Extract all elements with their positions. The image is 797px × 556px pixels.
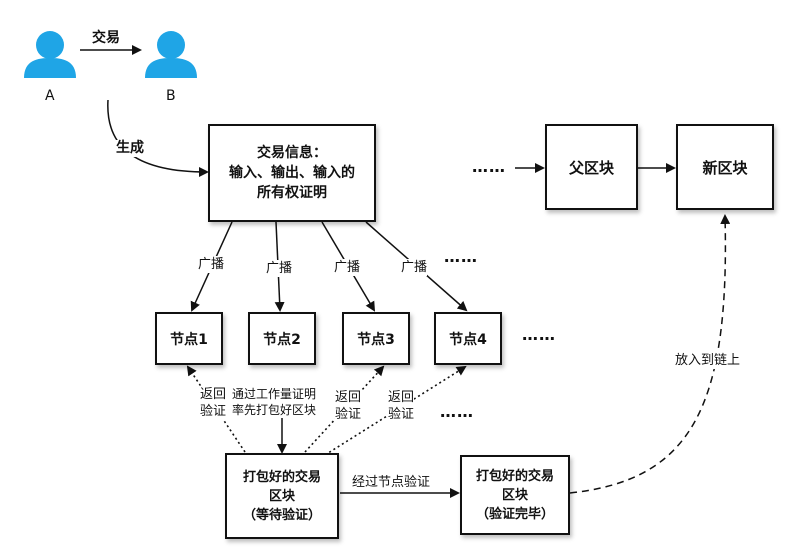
trade-label: 交易 xyxy=(92,30,120,47)
node-2-label: 节点2 xyxy=(263,331,301,348)
pending-block-box: 打包好的交易 区块 （等待验证） xyxy=(225,453,339,539)
pow-label: 通过工作量证明率先打包好区块 xyxy=(232,386,317,418)
ellipsis-before-parent: …… xyxy=(472,157,506,176)
pending-block-line1: 打包好的交易 xyxy=(242,469,321,485)
arrow-add-to-chain xyxy=(569,214,731,494)
transaction-info-line3: 所有权证明 xyxy=(257,185,327,201)
add-to-chain-label: 放入到链上 xyxy=(675,352,741,369)
node-verify-label: 经过节点验证 xyxy=(352,474,431,491)
new-block-label: 新区块 xyxy=(702,158,748,177)
pending-block-line3: （等待验证） xyxy=(242,507,321,523)
ellipsis-broadcast: …… xyxy=(444,247,478,266)
node-3-label: 节点3 xyxy=(357,331,395,348)
user-a-icon xyxy=(24,31,76,78)
arrow-return-node3 xyxy=(304,365,385,453)
pending-block-line2: 区块 xyxy=(268,488,295,504)
ellipsis-return: …… xyxy=(440,402,474,421)
broadcast-label-2: 广播 xyxy=(266,260,293,277)
return-verify-label-3: 返回验证 xyxy=(335,389,362,423)
return-verify-label-4: 返回验证 xyxy=(388,389,415,423)
parent-block-box: 父区块 xyxy=(545,124,638,210)
verified-block-line1: 打包好的交易 xyxy=(475,468,554,484)
node-4-box: 节点4 xyxy=(434,312,502,365)
node-1-box: 节点1 xyxy=(155,312,223,365)
verified-block-box: 打包好的交易 区块 （验证完毕） xyxy=(460,455,570,535)
node-4-label: 节点4 xyxy=(449,331,487,348)
ellipsis-nodes: …… xyxy=(522,325,556,344)
parent-block-label: 父区块 xyxy=(568,158,614,177)
transaction-info-line2: 输入、输出、输入的 xyxy=(229,165,355,181)
node-1-label: 节点1 xyxy=(170,331,208,348)
new-block-box: 新区块 xyxy=(676,124,774,210)
verified-block-line3: （验证完毕） xyxy=(475,506,554,522)
user-b-icon xyxy=(145,31,197,78)
return-verify-label-1: 返回验证 xyxy=(200,386,227,420)
verified-block-line2: 区块 xyxy=(501,487,528,503)
node-2-box: 节点2 xyxy=(248,312,316,365)
transaction-info-box: 交易信息： 输入、输出、输入的 所有权证明 xyxy=(208,124,376,222)
transaction-info-title: 交易信息： xyxy=(257,145,327,161)
user-a-label: A xyxy=(45,88,55,104)
broadcast-label-1: 广播 xyxy=(198,256,225,273)
generate-label: 生成 xyxy=(116,140,144,157)
node-3-box: 节点3 xyxy=(342,312,410,365)
user-b-label: B xyxy=(166,88,176,104)
arrow-generate xyxy=(107,99,209,177)
broadcast-label-4: 广播 xyxy=(401,259,428,276)
broadcast-label-3: 广播 xyxy=(334,259,361,276)
